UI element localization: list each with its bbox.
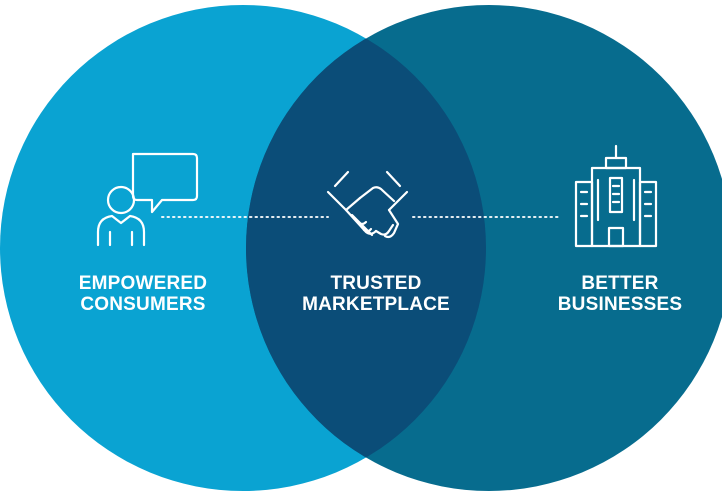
trusted-marketplace-label: TRUSTED MARKETPLACE bbox=[276, 273, 476, 315]
overlap-region bbox=[246, 5, 486, 491]
office-building-icon bbox=[574, 144, 658, 248]
label-line: MARKETPLACE bbox=[302, 294, 450, 315]
empowered-consumers-label: EMPOWERED CONSUMERS bbox=[43, 273, 243, 315]
person-speech-bubble-icon bbox=[96, 152, 199, 247]
label-line: EMPOWERED bbox=[78, 273, 208, 294]
label-line: TRUSTED bbox=[330, 273, 422, 294]
better-businesses-label: BETTER BUSINESSES bbox=[520, 273, 720, 315]
handshake-icon bbox=[326, 170, 409, 239]
label-line: BETTER bbox=[581, 273, 659, 294]
label-line: BUSINESSES bbox=[557, 294, 683, 315]
label-line: CONSUMERS bbox=[80, 294, 206, 315]
